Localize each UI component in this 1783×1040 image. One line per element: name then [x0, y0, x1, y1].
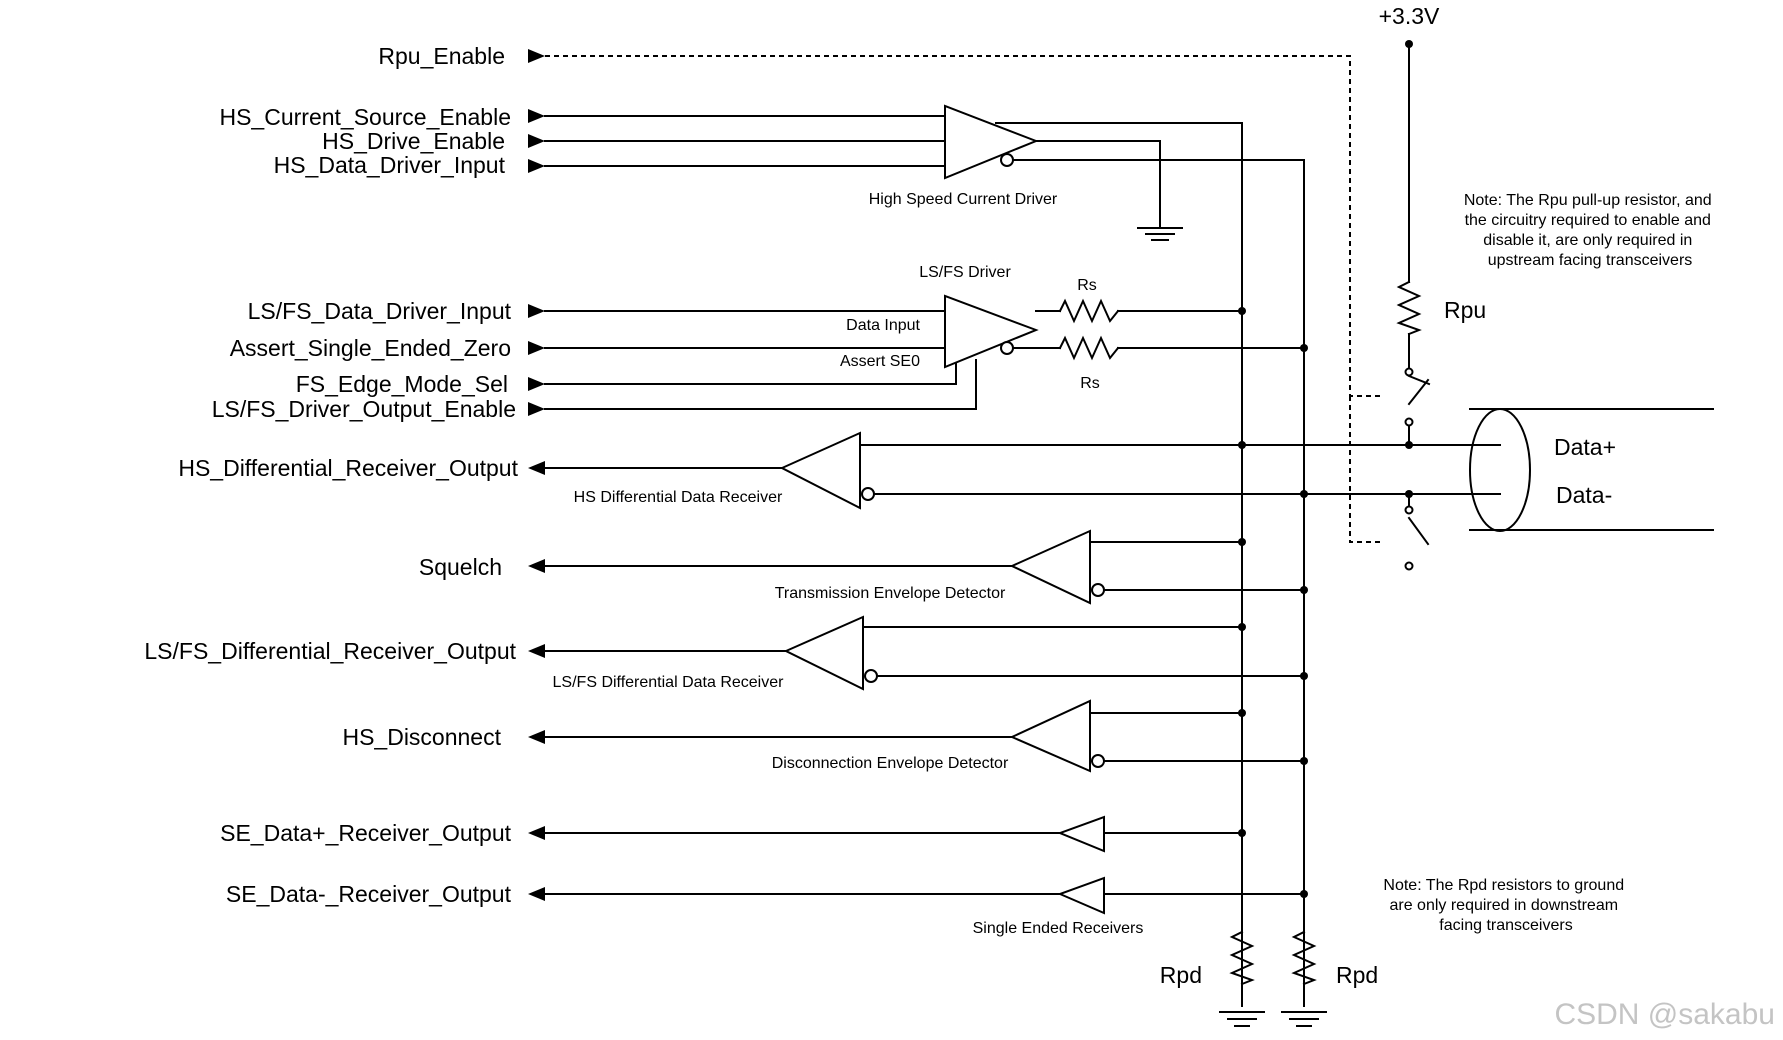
rs-bottom-label: Rs	[1080, 375, 1100, 392]
rpu-note-line: upstream facing transceivers	[1488, 252, 1693, 269]
lsfs-driver-output-enable-label: LS/FS_Driver_Output_Enable	[212, 396, 516, 422]
arrow-right-icon	[528, 159, 545, 173]
lsfs-diff-receiver-triangle	[783, 615, 864, 691]
data-input-label: Data Input	[846, 317, 920, 334]
rpd-right-resistor	[1291, 930, 1317, 986]
se-data-plus-receiver-triangle	[1057, 815, 1105, 853]
lsfs-driver-label: LS/FS Driver	[919, 264, 1011, 281]
hs-diff-receiver-triangle	[779, 431, 861, 510]
hs-differential-receiver-output-label: HS_Differential_Receiver_Output	[178, 455, 518, 481]
hs-diff-receiver-label: HS Differential Data Receiver	[574, 489, 783, 506]
arrow-right-icon	[528, 304, 545, 318]
fs-edge-mode-sel-label: FS_Edge_Mode_Sel	[296, 371, 508, 397]
watermark: CSDN @sakabu	[1554, 998, 1775, 1031]
rs-top-label: Rs	[1077, 277, 1097, 294]
lsfs-data-driver-input-label: LS/FS_Data_Driver_Input	[248, 298, 512, 324]
assert-single-ended-zero-label: Assert_Single_Ended_Zero	[230, 335, 511, 361]
arrow-left-icon	[528, 461, 545, 475]
rpd-note-line: facing transceivers	[1439, 917, 1572, 934]
arrow-left-icon	[528, 559, 545, 573]
hs-data-driver-input-label: HS_Data_Driver_Input	[274, 152, 506, 178]
rpu-note-line: the circuitry required to enable and	[1465, 212, 1711, 229]
rs-bottom-resistor	[1058, 335, 1120, 361]
arrow-left-icon	[528, 887, 545, 901]
hs-current-source-enable-label: HS_Current_Source_Enable	[219, 104, 511, 130]
disconnect-detector-triangle	[1009, 699, 1091, 773]
tx-envelope-detector-label: Transmission Envelope Detector	[775, 585, 1006, 602]
ground-symbols	[1137, 227, 1327, 1027]
rs-top-resistor	[1058, 298, 1120, 324]
rpu-note-line: Note: The Rpu pull-up resistor, and	[1464, 192, 1712, 209]
tx-envelope-detector-triangle	[1009, 529, 1091, 605]
supply-label: +3.3V	[1379, 3, 1440, 29]
hs-drive-enable-label: HS_Drive_Enable	[322, 128, 505, 154]
arrow-right-icon	[528, 134, 545, 148]
rpu-note: Note: The Rpu pull-up resistor, and the …	[1464, 192, 1716, 269]
ground-icon	[1137, 227, 1183, 241]
output-arrows	[528, 461, 545, 901]
arrow-right-icon	[528, 49, 545, 63]
data-plus-label: Data+	[1554, 434, 1616, 460]
hs-current-driver-triangle	[944, 104, 1039, 180]
ground-icon	[1219, 1011, 1265, 1027]
lsfs-driver-triangle	[944, 294, 1039, 369]
ground-icon	[1281, 1011, 1327, 1027]
arrow-left-icon	[528, 826, 545, 840]
se-data-minus-receiver-triangle	[1057, 876, 1105, 915]
arrow-right-icon	[528, 341, 545, 355]
hs-current-driver-label: High Speed Current Driver	[869, 191, 1058, 208]
rpd-left-label: Rpd	[1160, 962, 1202, 988]
rpd-left-resistor	[1229, 930, 1255, 986]
rpd-note: Note: The Rpd resistors to ground are on…	[1383, 877, 1628, 934]
arrow-right-icon	[528, 109, 545, 123]
arrow-right-icon	[528, 377, 545, 391]
arrow-left-icon	[528, 730, 545, 744]
arrow-left-icon	[528, 644, 545, 658]
amplifiers	[779, 104, 1105, 915]
single-ended-receivers-label: Single Ended Receivers	[973, 920, 1144, 937]
rpu-label: Rpu	[1444, 297, 1486, 323]
data-minus-label: Data-	[1556, 482, 1612, 508]
junction-dots	[1238, 40, 1414, 898]
assert-se0-label: Assert SE0	[840, 353, 920, 370]
lsfs-diff-receiver-label: LS/FS Differential Data Receiver	[553, 674, 785, 691]
disconnect-envelope-detector-label: Disconnection Envelope Detector	[772, 755, 1009, 772]
resistors	[1058, 280, 1422, 986]
rpd-note-line: Note: The Rpd resistors to ground	[1383, 877, 1624, 894]
rpd-right-label: Rpd	[1336, 962, 1378, 988]
hs-disconnect-label: HS_Disconnect	[342, 724, 501, 750]
input-arrows	[528, 49, 545, 416]
squelch-label: Squelch	[419, 554, 502, 580]
arrow-right-icon	[528, 402, 545, 416]
se-data-plus-receiver-output-label: SE_Data+_Receiver_Output	[220, 820, 511, 846]
rpd-note-line: are only required in downstream	[1389, 897, 1618, 914]
inversion-bubbles	[861, 153, 1105, 768]
lsfs-differential-receiver-output-label: LS/FS_Differential_Receiver_Output	[144, 638, 516, 664]
rpu-resistor	[1396, 280, 1422, 336]
se-data-minus-receiver-output-label: SE_Data-_Receiver_Output	[226, 881, 512, 907]
wires	[544, 43, 1714, 1007]
rpu-note-line: disable it, are only required in	[1483, 232, 1692, 249]
cable-twist-icon	[1469, 408, 1531, 532]
rpu-enable-label: Rpu_Enable	[378, 43, 505, 69]
